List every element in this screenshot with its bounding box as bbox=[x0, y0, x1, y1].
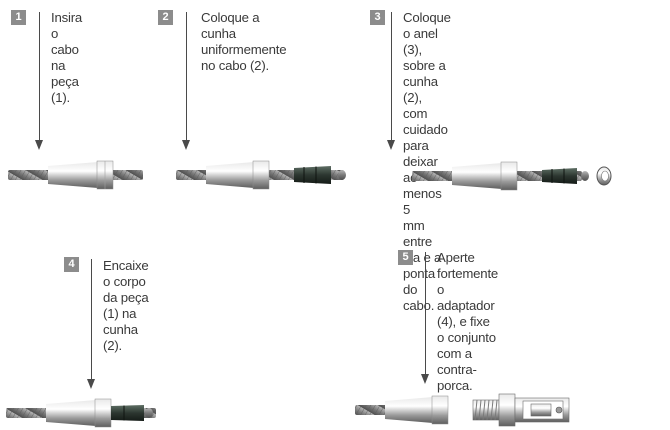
instruction-line: peça (1). bbox=[51, 74, 79, 105]
arrow-down-icon bbox=[35, 140, 43, 150]
arrow-line bbox=[91, 259, 92, 381]
instruction-line: Coloque o anel (3), sobre a cunha (2), bbox=[403, 10, 451, 105]
cable-fitting-with-wedge-illustration bbox=[176, 160, 346, 190]
instruction-line: o conjunto com a bbox=[437, 330, 496, 361]
instruction-line: adaptador (4), e fixe bbox=[437, 298, 495, 329]
instruction-line: com cuidado para deixar ao menos 5 bbox=[403, 106, 448, 217]
step-number-badge: 4 bbox=[64, 257, 79, 272]
instruction-line: Encaixe o corpo da peça bbox=[103, 258, 149, 305]
instruction-line: uniformemente bbox=[201, 42, 287, 57]
arrow-down-icon bbox=[387, 140, 395, 150]
step-number-badge: 3 bbox=[370, 10, 385, 25]
instruction-line: Aperte fortemente o bbox=[437, 250, 499, 297]
arrow-line bbox=[186, 12, 187, 142]
instruction-line: cabo na bbox=[51, 42, 79, 73]
assembled-fitting-illustration bbox=[6, 398, 156, 428]
cable-with-fitting-illustration bbox=[8, 160, 143, 190]
instruction-line: Insira o bbox=[51, 10, 83, 41]
step-instruction: Coloque a cunha uniformemente no cabo (2… bbox=[201, 10, 287, 74]
step-instruction: Coloque o anel (3), sobre a cunha (2), c… bbox=[403, 10, 451, 314]
step-number-badge: 5 bbox=[398, 250, 413, 265]
step-number-badge: 2 bbox=[158, 10, 173, 25]
step-instruction: Encaixe o corpo da peça (1) na cunha (2)… bbox=[103, 258, 149, 354]
arrow-line bbox=[39, 12, 40, 142]
step-number-badge: 1 bbox=[11, 10, 26, 25]
instruction-line: contra-porca. bbox=[437, 362, 477, 393]
instruction-line: Coloque a cunha bbox=[201, 10, 260, 41]
arrow-line bbox=[391, 12, 392, 142]
arrow-down-icon bbox=[182, 140, 190, 150]
cable-wedge-and-ring-illustration bbox=[412, 161, 612, 191]
step-instruction: Insira o cabo na peça (1). bbox=[51, 10, 82, 106]
arrow-down-icon bbox=[87, 379, 95, 389]
arrow-line bbox=[425, 252, 426, 377]
instruction-line: (1) na cunha (2). bbox=[103, 306, 138, 353]
arrow-down-icon bbox=[421, 374, 429, 384]
fitting-and-adapter-illustration bbox=[355, 393, 570, 427]
instruction-line: no cabo (2). bbox=[201, 58, 269, 73]
instruction-line: mm entre ela e a ponta do cabo. bbox=[403, 218, 442, 313]
step-instruction: Aperte fortemente o adaptador (4), e fix… bbox=[437, 250, 498, 394]
